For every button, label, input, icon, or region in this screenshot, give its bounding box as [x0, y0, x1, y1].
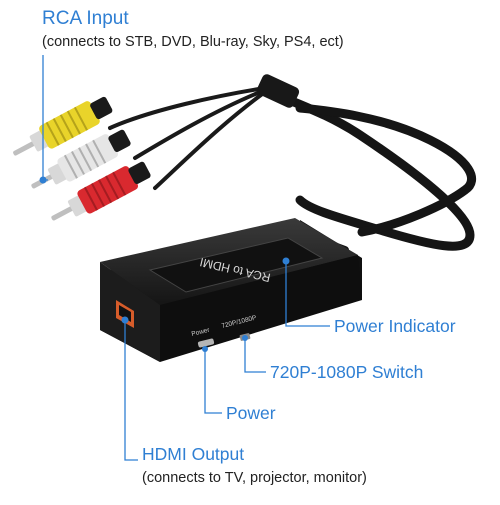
red-rca-plug — [51, 161, 151, 221]
device-power-label: Power — [191, 326, 211, 337]
split-cables — [108, 86, 267, 190]
hdmi-output-title: HDMI Output — [142, 444, 245, 464]
rca-input-subtitle: (connects to STB, DVD, Blu-ray, Sky, PS4… — [42, 34, 344, 50]
cable-junction — [256, 74, 300, 108]
converter-box — [100, 218, 362, 362]
switch-title: 720P-1080P Switch — [270, 362, 424, 382]
power-indicator-title: Power Indicator — [334, 316, 456, 336]
yellow-rca-plug — [13, 96, 113, 156]
callout-dots — [39, 176, 290, 352]
hdmi-output-subtitle: (connects to TV, projector, monitor) — [142, 470, 367, 486]
power-title: Power — [226, 403, 276, 423]
rca-input-title: RCA Input — [42, 8, 129, 29]
